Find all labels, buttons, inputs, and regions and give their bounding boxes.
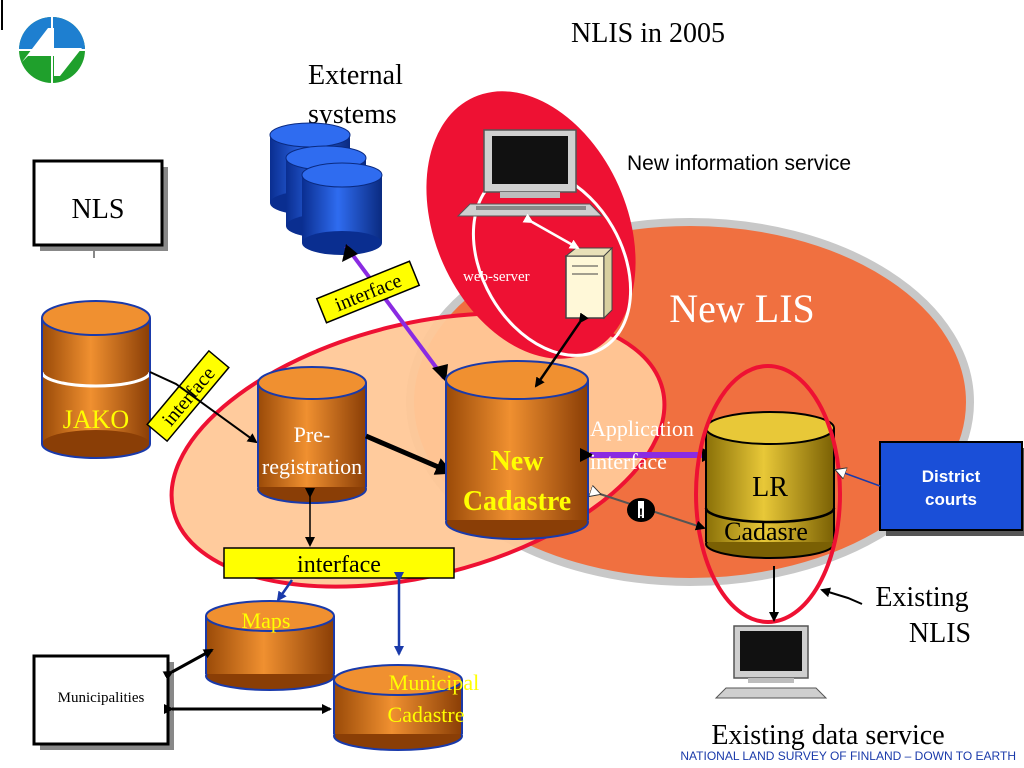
district-courts-arrow	[836, 470, 881, 487]
pre-registration-label-2: registration	[262, 454, 362, 479]
server-tower-icon	[564, 246, 614, 320]
new-cadastre-label-1: New	[491, 446, 545, 477]
existing-data-service-label: Existing data service	[711, 720, 944, 751]
municipalities-box	[32, 654, 174, 750]
computer-icon	[456, 129, 604, 217]
lr-label: LR	[752, 472, 788, 503]
municipalities-maps-arrow	[162, 648, 214, 681]
interface-to-maps-arrow	[276, 579, 294, 602]
existing-nlis-label-2: NLIS	[909, 618, 971, 649]
cadasre-label: Cadasre	[724, 517, 808, 546]
existing-nlis-pointer	[820, 587, 863, 605]
slide-title: NLIS in 2005	[571, 18, 725, 49]
external-arrowhead-top	[342, 244, 358, 262]
existing-data-service-computer-icon	[714, 625, 828, 699]
new-cadastre-label-2: Cadastre	[463, 486, 571, 517]
external-systems-label-1: External	[308, 60, 403, 91]
maps-label: Maps	[242, 608, 291, 633]
pre-registration-database-icon	[257, 366, 367, 504]
jako-to-preregistration-arrow	[149, 371, 258, 444]
nls-label: NLS	[72, 194, 125, 225]
existing-nlis-label-1: Existing	[875, 582, 968, 613]
maps-database-icon	[205, 600, 335, 691]
external-arrowhead-bottom	[432, 364, 448, 382]
warning-mark: !	[639, 505, 644, 521]
pre-registration-label-1: Pre-	[294, 422, 331, 447]
application-interface-label-1: Application	[590, 416, 694, 441]
new-information-service-label: New information service	[627, 152, 851, 175]
lr-cadastre-database-icon	[704, 411, 836, 559]
municipal-cadastre-label-1: Municipal	[389, 670, 479, 695]
jako-database-icon	[40, 300, 152, 459]
district-courts-label-1: District	[922, 467, 981, 486]
external-interface-tag: interface	[315, 260, 421, 324]
external-systems-database-icon	[269, 122, 383, 255]
interface-bar	[223, 547, 455, 579]
district-courts-label-2: courts	[925, 490, 977, 509]
application-interface-label-2: interface	[590, 449, 667, 474]
jako-label: JAKO	[63, 405, 129, 434]
municipalities-label: Municipalities	[58, 690, 145, 706]
computer-server-arrow	[522, 213, 580, 250]
municipal-cadastre-database-icon	[333, 664, 463, 751]
warning-icon	[627, 498, 655, 522]
district-courts-box	[879, 441, 1024, 536]
footer-text: NATIONAL LAND SURVEY OF FINLAND – DOWN T…	[680, 749, 1016, 763]
municipal-cadastre-label-2: Cadastre	[388, 702, 465, 727]
new-lis-label: New LIS	[669, 286, 815, 331]
nls-box	[32, 159, 168, 251]
interface-bar-label: interface	[297, 552, 381, 578]
web-server-label: web-server	[463, 269, 530, 285]
preregistration-to-new-cadastre-arrow	[365, 433, 454, 475]
server-cadastre-arrow	[534, 312, 589, 388]
nls-logo-icon	[19, 17, 85, 83]
cadastre-external-link	[344, 244, 446, 380]
